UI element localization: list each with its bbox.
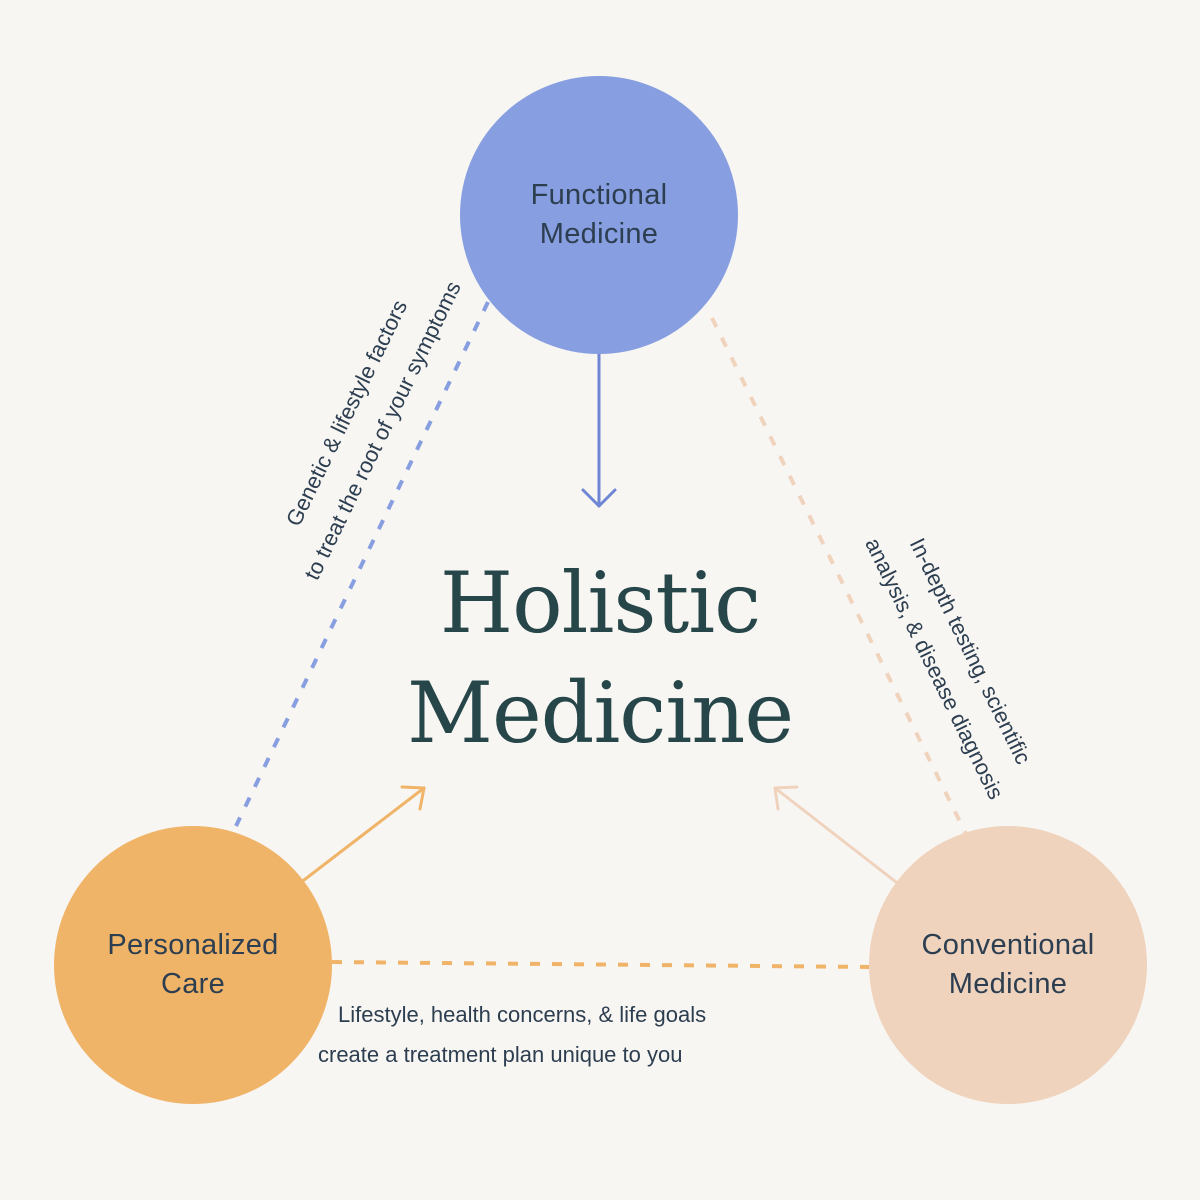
dashed-connector-functional-personalized	[234, 301, 490, 827]
node-conventional-line2: Medicine	[948, 968, 1068, 1000]
node-conventional-medicine: Conventional Medicine	[869, 826, 1147, 1104]
caption-bottom: Lifestyle, health concerns, & life goals…	[318, 995, 706, 1075]
caption-bottom-line1: Lifestyle, health concerns, & life goals	[338, 1002, 707, 1027]
node-conventional-label: Conventional Medicine	[922, 926, 1095, 1004]
node-functional-label: Functional Medicine	[531, 176, 668, 254]
dashed-connector-functional-conventional	[710, 317, 968, 835]
node-personalized-line2: Care	[160, 968, 226, 1000]
dashed-connector-personalized-conventional	[331, 960, 870, 969]
center-title: Holistic Medicine	[300, 548, 900, 768]
node-functional-line1: Functional	[530, 179, 668, 211]
node-functional-line2: Medicine	[539, 218, 659, 250]
node-personalized-line1: Personalized	[107, 929, 279, 961]
center-title-line2: Medicine	[406, 664, 794, 762]
arrow-functional-to-center	[581, 352, 617, 508]
caption-bottom-line2: create a treatment plan unique to you	[318, 1042, 683, 1067]
arrow-personalized-to-center	[302, 785, 426, 882]
arrow-conventional-to-center	[773, 785, 898, 884]
center-title-line1: Holistic	[439, 554, 761, 652]
node-personalized-care: Personalized Care	[54, 826, 332, 1104]
node-personalized-label: Personalized Care	[107, 926, 278, 1004]
node-functional-medicine: Functional Medicine	[460, 76, 738, 354]
node-conventional-line1: Conventional	[921, 929, 1095, 961]
